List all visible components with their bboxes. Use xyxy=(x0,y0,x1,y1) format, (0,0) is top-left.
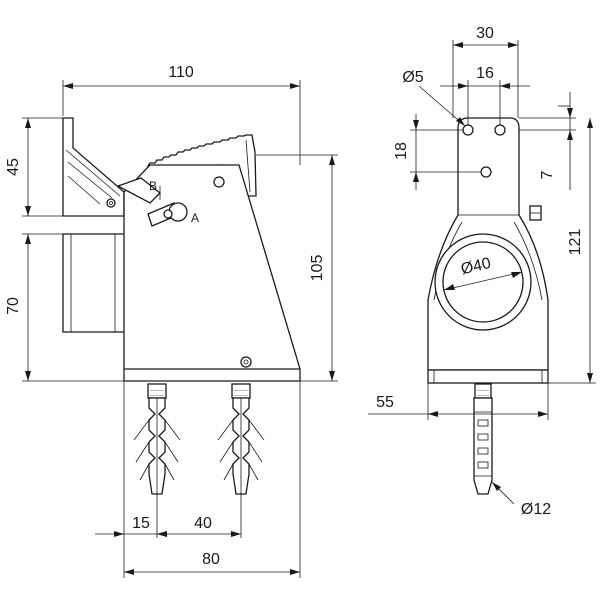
front-anchor xyxy=(473,383,493,495)
dim-hole-spacing: 16 xyxy=(440,65,530,125)
dim-lower-box-height: 70 xyxy=(5,233,124,382)
dim-label-110: 110 xyxy=(168,64,194,81)
anchor-right xyxy=(217,383,265,495)
dim-offset-7: 7 xyxy=(519,92,576,190)
dim-label-18: 18 xyxy=(393,142,410,160)
dim-base-width: 80 xyxy=(124,381,301,578)
dim-label-d5: Ø5 xyxy=(402,69,423,86)
dim-label-105: 105 xyxy=(309,255,326,282)
lever-label-b: B xyxy=(149,179,157,193)
dim-label-d40: Ø40 xyxy=(459,255,492,278)
dim-label-40: 40 xyxy=(194,515,212,532)
dim-bracket-height: 45 xyxy=(5,117,63,217)
dim-top-width: 30 xyxy=(452,25,519,118)
lower-wall-box xyxy=(62,233,126,333)
toothed-latch xyxy=(146,134,257,197)
side-view: B A xyxy=(5,64,338,578)
dim-body-height: 105 xyxy=(256,154,338,382)
dim-depth: 55 xyxy=(368,383,549,420)
dim-total-height: 121 xyxy=(548,118,596,384)
dim-label-70: 70 xyxy=(5,297,22,315)
dim-label-16: 16 xyxy=(476,65,494,82)
dim-label-45: 45 xyxy=(5,158,22,176)
lever-label-a: A xyxy=(191,211,199,225)
dim-anchor-offsets: 15 40 xyxy=(95,381,242,578)
front-view: Ø40 30 xyxy=(368,25,596,518)
dim-label-121: 121 xyxy=(567,229,584,256)
dim-label-15: 15 xyxy=(132,515,150,532)
dim-hole-diameter: Ø5 xyxy=(402,69,466,127)
dim-label-55: 55 xyxy=(376,394,394,411)
dim-label-80: 80 xyxy=(202,551,220,568)
lever-mechanism: B A xyxy=(116,177,199,227)
anchor-left xyxy=(133,383,181,495)
dim-overall-width: 110 xyxy=(62,64,301,165)
cable-opening: Ø40 xyxy=(434,233,532,331)
dim-label-30: 30 xyxy=(476,25,494,42)
dim-hole-vertical: 18 xyxy=(393,114,480,190)
wall-bracket xyxy=(62,117,125,217)
dim-anchor-diameter: Ø12 xyxy=(491,481,551,518)
dim-label-d12: Ø12 xyxy=(521,501,551,518)
dim-label-7: 7 xyxy=(539,170,556,179)
